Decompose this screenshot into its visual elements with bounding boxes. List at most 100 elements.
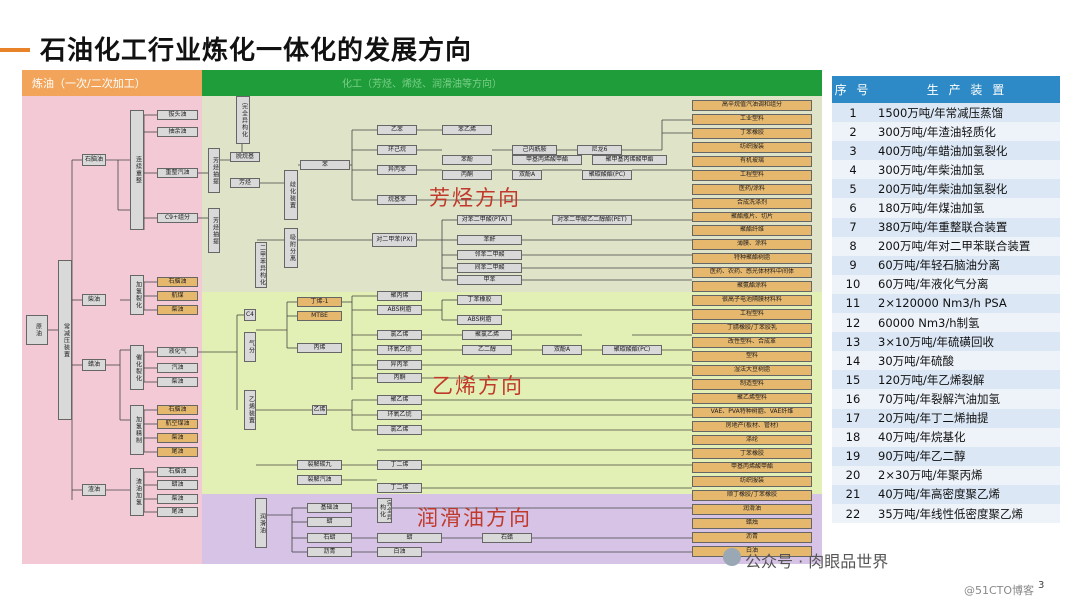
product-box: 有机玻璃 xyxy=(692,155,812,167)
ethylbenzene-dealk-box: 脱烷基 xyxy=(230,152,260,162)
olefins-direction-label: 乙烯方向 xyxy=(432,374,524,398)
flow-lines xyxy=(48,110,692,553)
row-number: 12 xyxy=(832,313,874,333)
row-number: 16 xyxy=(832,389,874,409)
h-naphtha-box: 石脑油 xyxy=(157,405,198,415)
product-box: 丁苯橡胶 xyxy=(692,448,812,460)
row-unit: 1500万吨/年常减压蒸馏 xyxy=(874,103,1060,123)
gasoline-box: 汽油 xyxy=(157,363,198,373)
product-box: 纺织服装 xyxy=(692,476,812,488)
toluene-box: 甲苯 xyxy=(457,275,522,285)
row-number: 22 xyxy=(832,503,874,524)
reformate-box: 重整汽油 xyxy=(157,168,198,178)
ethylene-box: 乙烯 xyxy=(312,405,327,415)
header-unit: 生 产 装 置 xyxy=(874,76,1060,103)
row-number: 6 xyxy=(832,198,874,218)
aromatics-direction-label: 芳烃方向 xyxy=(429,186,521,210)
reformer-box: 连续重整 xyxy=(130,110,144,230)
lab-box: 烷基苯 xyxy=(377,195,417,205)
product-box: 润滑油 xyxy=(692,504,812,516)
sbr-box: 丁苯橡胶 xyxy=(457,295,502,305)
row-unit: 180万吨/年煤油加氢 xyxy=(874,198,1060,218)
residue-box: 渣油 xyxy=(82,484,106,496)
title-accent-bar xyxy=(0,48,30,52)
butadiene2-box: 丁二烯 xyxy=(377,483,422,493)
fcc-box: 催化裂化 xyxy=(130,345,144,390)
c4-box: C4 xyxy=(244,309,256,321)
pa-box: 苯酐 xyxy=(457,235,522,245)
vcm2-box: 氯乙烯 xyxy=(377,425,422,435)
page-number: 3 xyxy=(1038,580,1045,591)
fcc-diesel-box: 柴油 xyxy=(157,377,198,387)
bpa-box: 双酚A xyxy=(512,170,542,180)
row-unit: 35万吨/年线性低密度聚乙烯 xyxy=(874,503,1060,524)
product-box: 改性塑料、合成革 xyxy=(692,336,812,348)
product-box: 顺丁橡胶/丁苯橡胶 xyxy=(692,490,812,502)
paraffin2-box: 石蜡 xyxy=(482,533,532,543)
asphalt-box: 沥青 xyxy=(307,547,352,557)
aromatics-box: 芳烃 xyxy=(230,178,260,188)
pta-box: 对苯二甲酸(PTA) xyxy=(457,215,512,225)
row-unit: 200万吨/年对二甲苯联合装置 xyxy=(874,236,1060,256)
acetone2-box: 丙酮 xyxy=(377,373,422,383)
h-tail-box: 尾油 xyxy=(157,447,198,457)
product-box: 涤纶 xyxy=(692,434,812,446)
caprolactam-box: 己内酰胺 xyxy=(512,145,557,155)
row-unit: 120万吨/年乙烯裂解 xyxy=(874,370,1060,390)
row-unit: 380万吨/年重整联合装置 xyxy=(874,217,1060,237)
equipment-table-header: 序 号 生 产 装 置 xyxy=(832,76,1060,103)
phenol2-box: 双酚A xyxy=(542,345,582,355)
page-title: 石油化工行业炼化一体化的发展方向 xyxy=(40,36,473,66)
mma-box: 甲基丙烯酸甲酯 xyxy=(512,155,582,165)
wechat-icon xyxy=(723,548,741,566)
header-no: 序 号 xyxy=(832,76,874,103)
row-number: 11 xyxy=(832,293,874,314)
row-unit: 40万吨/年高密度聚乙烯 xyxy=(874,484,1060,504)
aromatics-extraction-box: 芳烃抽提 xyxy=(208,148,220,193)
row-unit: 300万吨/年柴油加氢 xyxy=(874,160,1060,180)
ethylbenzene-box: 乙苯 xyxy=(377,125,417,135)
nylon6-box: 尼龙6 xyxy=(577,145,622,155)
white-oil-box: 白油 xyxy=(377,547,422,557)
pure-aromatics-box: 完全异构化 xyxy=(236,96,250,144)
pe-box: 聚乙烯 xyxy=(377,395,422,405)
toluene-disp-box: 歧化装置 xyxy=(284,170,298,220)
rh-tail-box: 尾油 xyxy=(157,507,198,517)
row-unit: 40万吨/年烷基化 xyxy=(874,427,1060,447)
hc-naphtha-box: 石脑油 xyxy=(157,277,198,287)
lube-wax-box: 蜡 xyxy=(377,533,442,543)
product-box: 工程塑料 xyxy=(692,309,812,321)
wax-box: 蜡 xyxy=(307,517,352,527)
product-box: 蜡烛 xyxy=(692,518,812,530)
row-number: 17 xyxy=(832,408,874,428)
product-box: 聚酯纤维 xyxy=(692,225,812,237)
process-flow-diagram: 炼油（一次/二次加工） 化工（芳烃、烯烃、润滑油等方向） xyxy=(22,70,822,566)
pet-box: 对苯二甲酸乙二醇酯(PET) xyxy=(552,215,632,225)
product-box: 湿法大豆树脂 xyxy=(692,364,812,376)
isomerization-dewax-box: 完全异构化 xyxy=(377,498,392,523)
product-box: 白油 xyxy=(692,546,812,557)
product-box: VAE、PVA特种树脂、VAE纤维 xyxy=(692,406,812,418)
product-box: 甲基丙烯酸甲酯 xyxy=(692,462,812,474)
product-box: 工业塑料 xyxy=(692,113,812,125)
row-unit: 400万吨/年蜡油加氢裂化 xyxy=(874,141,1060,161)
product-box: 医药、农药、感光体材料中间体 xyxy=(692,267,812,279)
cracked-c9-box: 裂解碳九 xyxy=(297,460,342,470)
row-number: 19 xyxy=(832,446,874,466)
pp-box: 聚丙烯 xyxy=(377,291,422,301)
product-box: 制造塑料 xyxy=(692,378,812,390)
eo2-box: 环氧乙烷 xyxy=(377,410,422,420)
row-unit: 60万吨/年液化气分离 xyxy=(874,274,1060,294)
